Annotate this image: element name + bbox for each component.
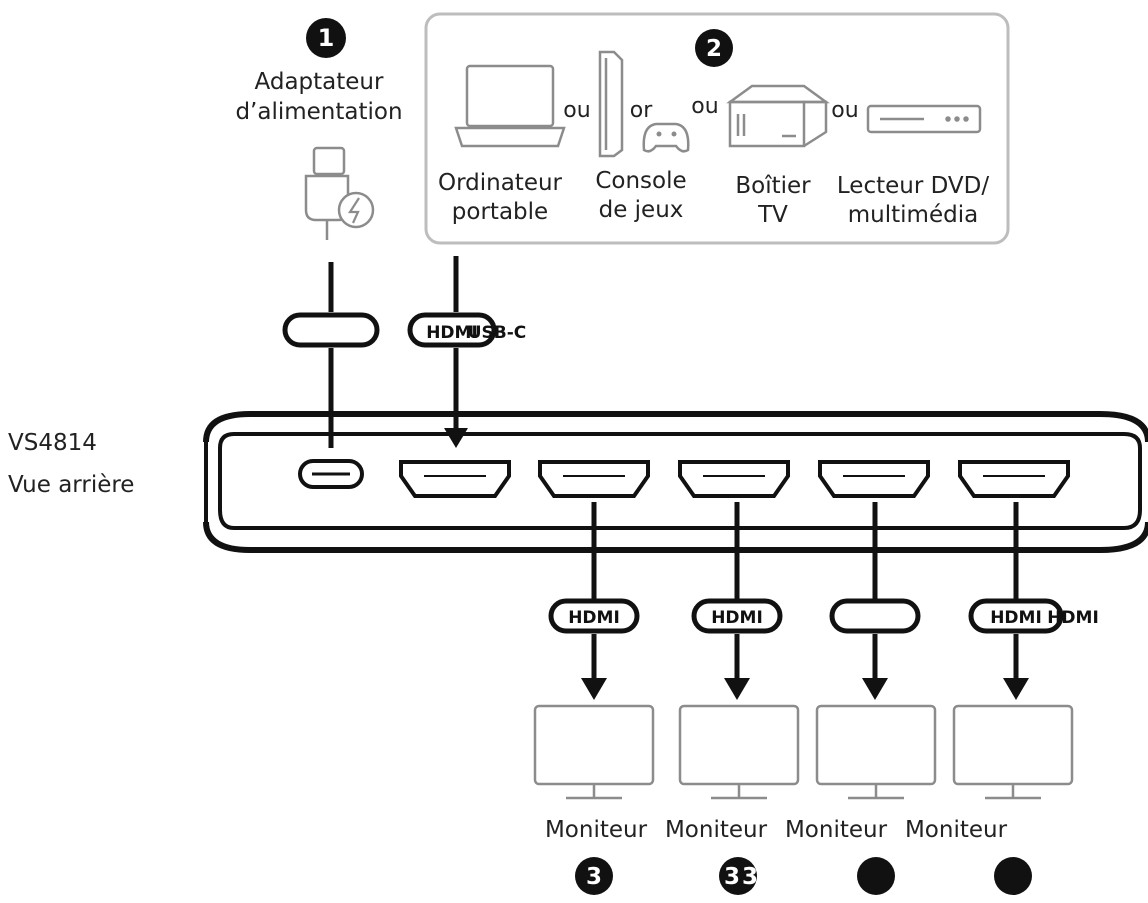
output-cable-3: [829, 502, 921, 700]
or-label-1: ou: [563, 98, 590, 123]
usb-c-port: [298, 459, 364, 489]
output-cable-2: HDMI: [691, 502, 783, 700]
callout-3-monitor-1: 3: [575, 857, 613, 895]
hdmi-output-port-3: [818, 460, 930, 498]
monitor-4-label: Moniteur: [905, 817, 1008, 843]
player-label-line1: Lecteur DVD/: [837, 173, 989, 199]
player-label-line2: multimédia: [848, 202, 978, 228]
hdmi-output-port-2: [678, 460, 790, 498]
monitor-4-icon: [952, 704, 1074, 800]
monitor-1-label: Moniteur: [545, 817, 648, 843]
output-cable-2-label: HDMI: [711, 608, 763, 628]
output-cable-4-overflow-label: HDMI: [1047, 608, 1099, 628]
monitor-3-icon: [815, 704, 937, 800]
device-view-label: Vue arrière: [8, 472, 134, 498]
console-label-line1: Console: [595, 168, 686, 194]
callout-2: 2: [695, 29, 733, 67]
callout-3-number-second: 3: [724, 864, 740, 890]
output-cable-4: HDMI HDMI: [968, 502, 1099, 700]
callout-3-monitor-2: 3 3: [719, 857, 758, 895]
monitor-3-label: Moniteur: [785, 817, 888, 843]
tv-box-icon: [726, 84, 830, 148]
hdmi-input-cable-text: HDMI: [426, 323, 478, 343]
power-adapter-label-line1: Adaptateur: [255, 69, 384, 95]
hdmi-input-cable: HDMI USB-C: [407, 256, 527, 448]
console-label-line2: de jeux: [599, 197, 684, 223]
media-player-icon: [866, 104, 982, 134]
hdmi-input-port: [399, 460, 511, 498]
callout-2-number: 2: [706, 36, 722, 62]
callout-1-number: 1: [318, 24, 335, 52]
or-label-2: or: [630, 98, 653, 123]
power-cable-label: [282, 312, 380, 348]
monitor-2-label: Moniteur: [665, 817, 768, 843]
hdmi-input-cable-label: [407, 312, 497, 348]
power-adapter-label-line2: d’alimentation: [235, 99, 402, 125]
laptop-label-line2: portable: [452, 199, 548, 225]
source-devices-panel: [424, 12, 1010, 245]
hdmi-output-port-1: [538, 460, 650, 498]
monitor-1-icon: [533, 704, 655, 800]
callout-3-number-overlap: 3: [742, 864, 758, 890]
device-model-label: VS4814: [8, 430, 97, 456]
output-cable-1: HDMI: [548, 502, 640, 700]
or-label-4: ou: [831, 98, 858, 123]
power-cable: [282, 262, 380, 448]
power-adapter-icon: [304, 146, 375, 240]
laptop-icon: [454, 64, 566, 148]
callout-3-number: 3: [586, 864, 602, 890]
device-rear-panel: [203, 411, 1148, 553]
monitor-2-icon: [678, 704, 800, 800]
output-cable-4-label: HDMI: [990, 608, 1042, 628]
tv-box-label-line1: Boîtier: [735, 173, 811, 199]
output-cable-1-label: HDMI: [568, 608, 620, 628]
usb-c-cable-text: USB-C: [468, 323, 527, 343]
or-label-3: ou: [691, 94, 718, 119]
game-console-icon: [598, 50, 690, 158]
hdmi-output-port-4: [958, 460, 1070, 498]
laptop-label-line1: Ordinateur: [438, 170, 563, 196]
callout-3-monitor-4: [994, 857, 1032, 895]
callout-3-monitor-3: [857, 857, 895, 895]
callout-1: 1: [306, 18, 346, 58]
tv-box-label-line2: TV: [757, 202, 788, 228]
